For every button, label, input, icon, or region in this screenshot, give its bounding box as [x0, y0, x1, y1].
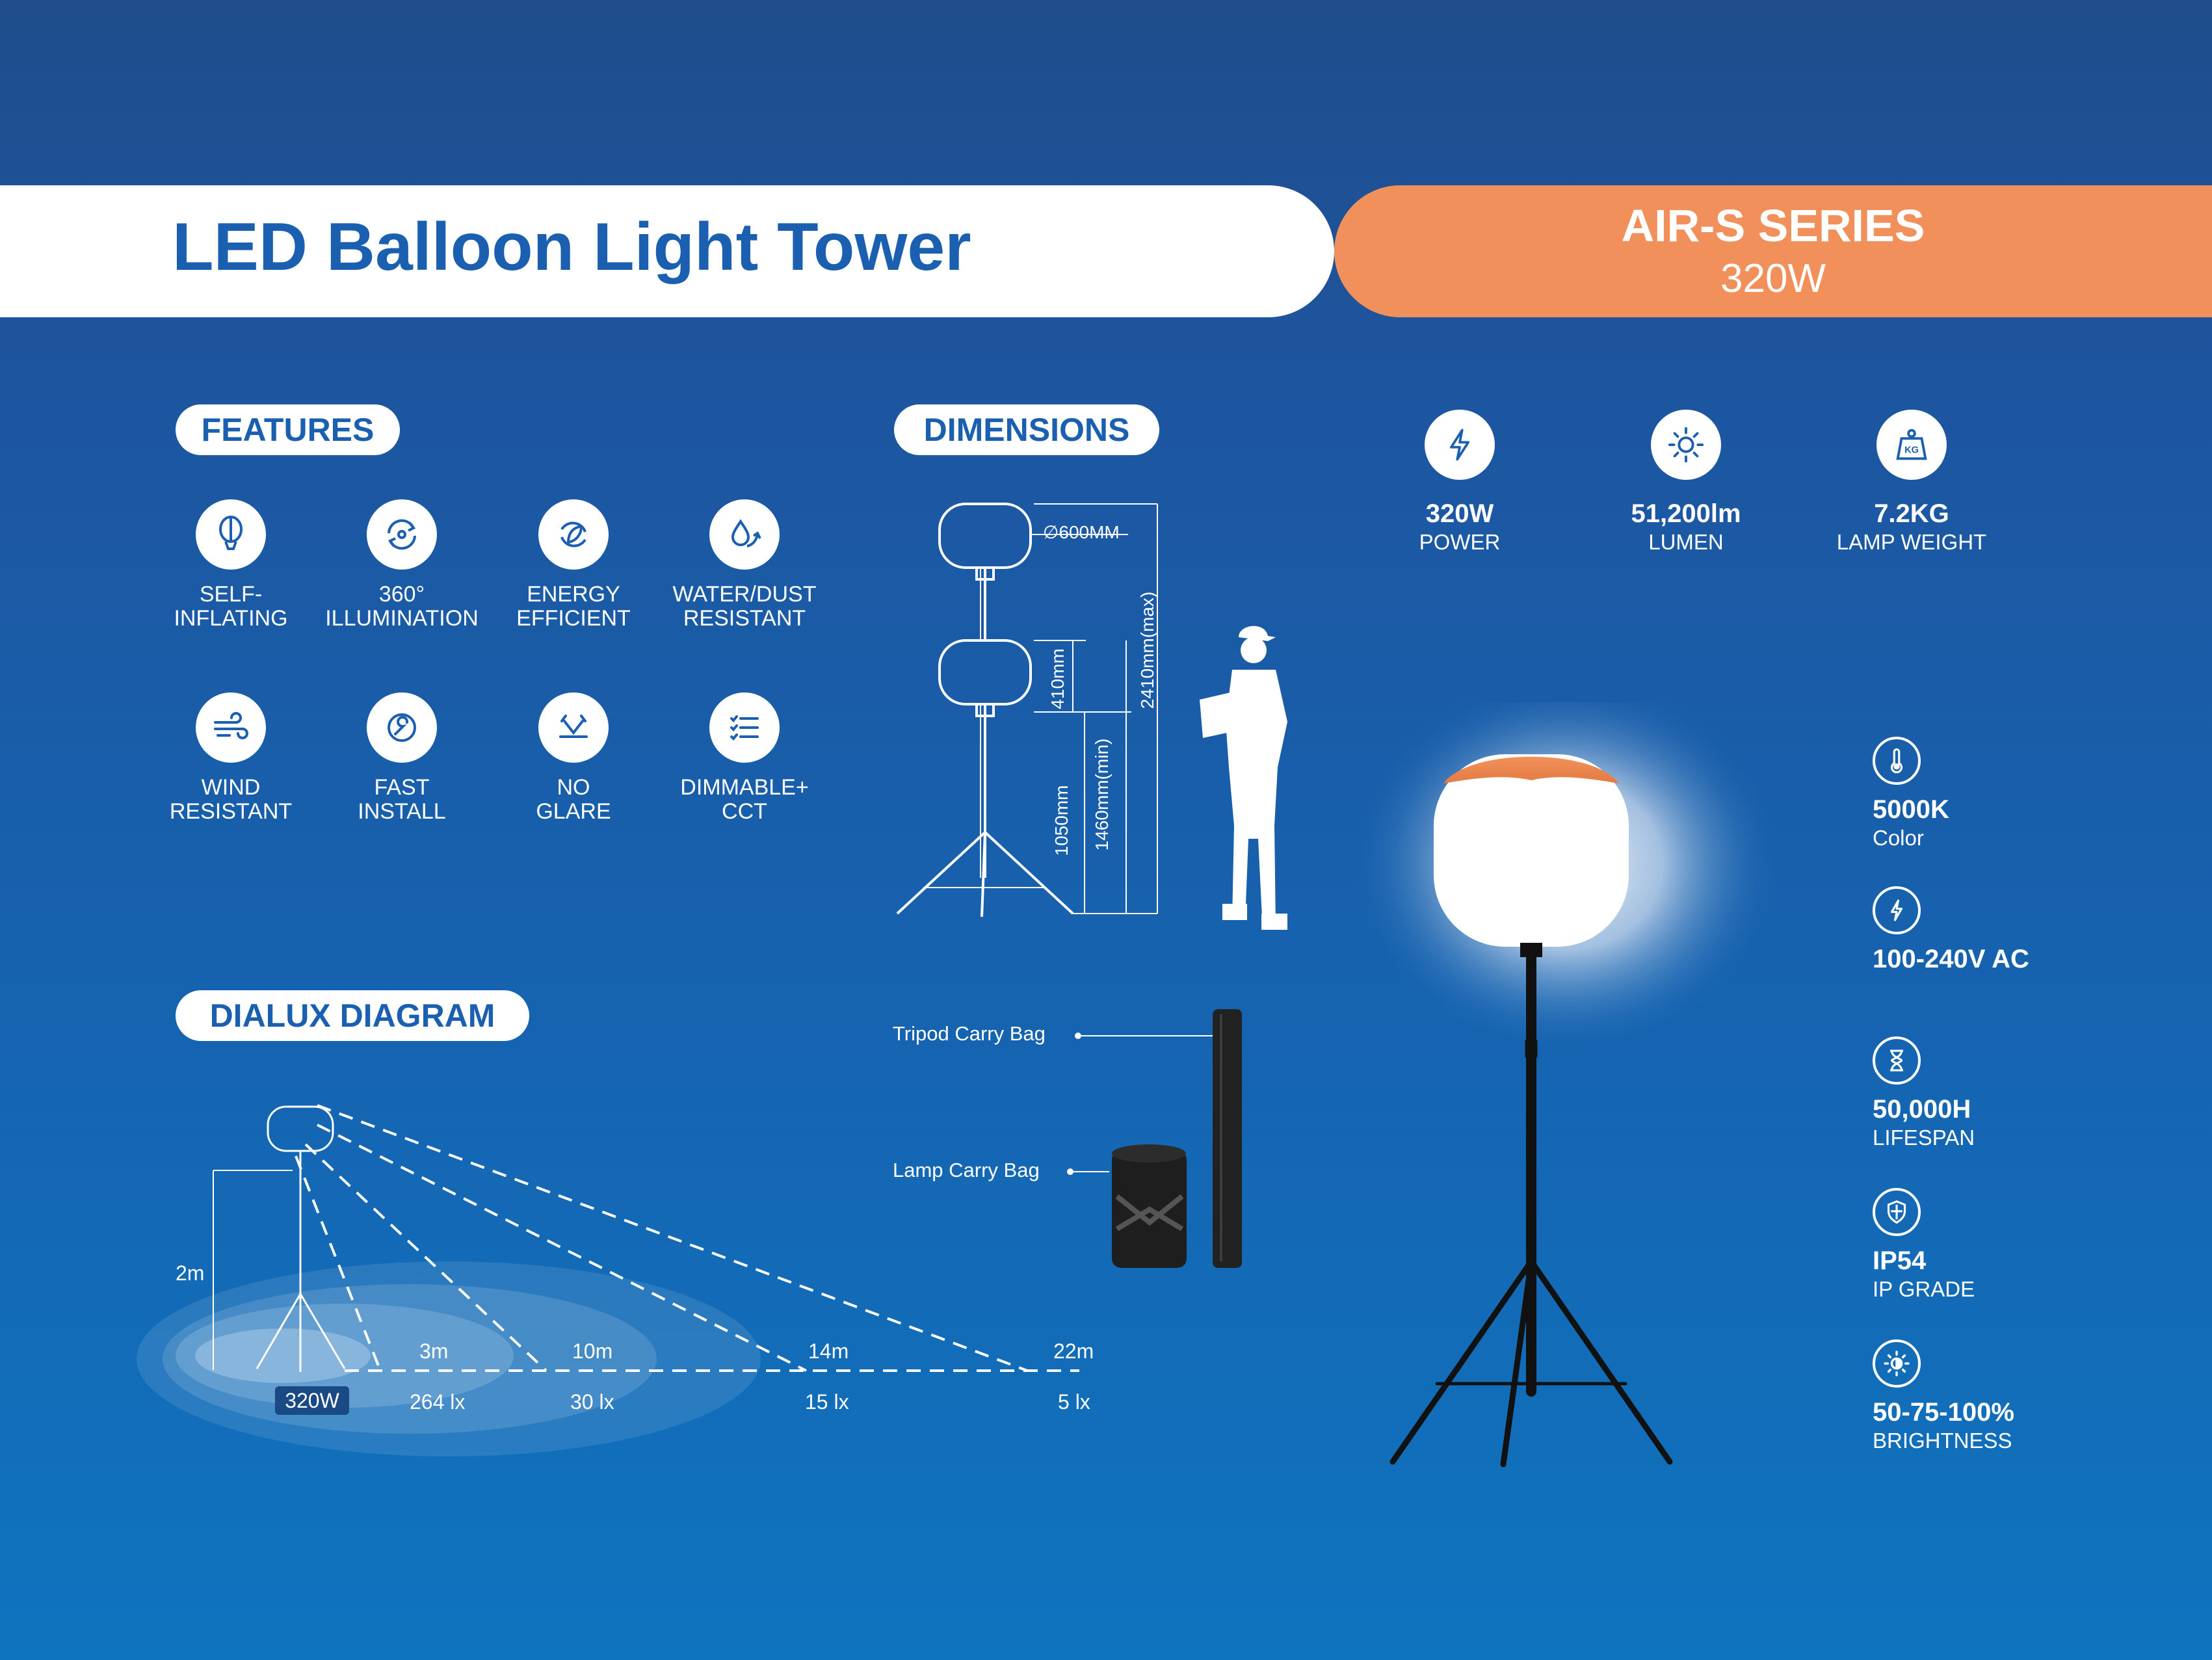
product-photo [1352, 702, 1780, 1468]
page-title: LED Balloon Light Tower [172, 209, 971, 285]
feature-item: NO GLARE [489, 692, 658, 824]
wind-icon [196, 692, 266, 763]
series-banner: AIR-S SERIES 320W [1334, 185, 2212, 317]
spec-weight: KG 7.2KG LAMP WEIGHT [1801, 410, 2022, 555]
spec-value: 50,000H [1873, 1095, 1971, 1124]
dialux-power-badge: 320W [275, 1386, 349, 1415]
dim-max-height: 2410mm(max) [1137, 591, 1157, 709]
spec-label: Color [1873, 826, 1924, 850]
spec-label: LAMP WEIGHT [1836, 530, 1987, 554]
spec-label: LUMEN [1648, 530, 1724, 554]
dim-diameter: ∅600MM [1043, 522, 1120, 542]
lux-label: 15 lx [805, 1390, 849, 1414]
spec-label: IP GRADE [1873, 1277, 1975, 1301]
feature-label: FAST INSTALL [358, 775, 446, 824]
shield-icon [1873, 1188, 1921, 1236]
svg-text:KG: KG [1904, 445, 1919, 456]
lightning-icon [1425, 410, 1495, 480]
series-wattage: 320W [1720, 256, 1826, 301]
lux-label: 5 lx [1058, 1390, 1090, 1414]
feature-item: SELF- INFLATING [146, 499, 315, 631]
thermometer-icon [1873, 737, 1921, 785]
spec-lumen: 51,200lm LUMEN [1575, 410, 1797, 555]
dim-tripod-height: 1050mm [1051, 785, 1072, 856]
distance-label: 22m [1053, 1339, 1094, 1363]
dialux-heading: DIALUX DIAGRAM [176, 990, 529, 1041]
lightning-icon [1873, 886, 1921, 934]
brightness-icon [1873, 1339, 1921, 1388]
water-drop-icon [709, 499, 780, 570]
carry-bags-image [1067, 1009, 1242, 1268]
upper-balloon-outline [938, 503, 1032, 569]
lux-zone-264 [195, 1328, 371, 1383]
lower-balloon-outline [938, 639, 1032, 705]
series-name: AIR-S SERIES [1621, 200, 1925, 251]
spec-brightness: 50-75-100% BRIGHTNESS [1873, 1339, 2014, 1453]
lux-zone-30 [176, 1304, 514, 1408]
lamp-bag-label: Lamp Carry Bag [893, 1159, 1040, 1181]
balloon-icon [196, 499, 266, 570]
spec-value: 50-75-100% [1873, 1398, 2014, 1427]
wrench-icon [367, 692, 437, 763]
title-banner: LED Balloon Light Tower [0, 185, 1334, 317]
balloon-lamp [1434, 754, 1629, 947]
spec-label: LIFESPAN [1873, 1126, 1975, 1150]
dialux-height-label: 2m [176, 1261, 205, 1285]
distance-label: 10m [572, 1339, 613, 1363]
tripod-bag [1213, 1009, 1242, 1268]
spec-label: BRIGHTNESS [1873, 1429, 2012, 1453]
feature-item: 360° ILLUMINATION [317, 499, 486, 631]
dialux-diagram [137, 1104, 1079, 1456]
dimmer-list-icon [709, 692, 780, 763]
lux-label: 264 lx [410, 1390, 466, 1414]
dim-min-height: 1460mm(min) [1092, 738, 1112, 851]
spec-value: 51,200lm [1631, 499, 1741, 528]
dimensions-heading: DIMENSIONS [894, 404, 1159, 455]
feature-label: WATER/DUST RESISTANT [672, 582, 817, 631]
feature-label: SELF- INFLATING [174, 582, 288, 631]
spec-color-temp: 5000K Color [1873, 737, 1949, 850]
feature-label: ENERGY EFFICIENT [516, 582, 631, 631]
hourglass-icon [1873, 1036, 1921, 1085]
spec-voltage: 100-240V AC [1873, 886, 2029, 974]
feature-item: WIND RESISTANT [146, 692, 315, 824]
spec-value: IP54 [1873, 1246, 1927, 1275]
spec-ip: IP54 IP GRADE [1873, 1188, 1975, 1302]
feature-label: NO GLARE [536, 775, 611, 824]
lux-label: 30 lx [570, 1390, 614, 1414]
distance-label: 14m [808, 1339, 849, 1363]
feature-label: DIMMABLE+ CCT [680, 775, 809, 824]
feature-label: 360° ILLUMINATION [325, 582, 479, 631]
spec-value: 320W [1425, 499, 1494, 528]
weight-kg-icon: KG [1876, 410, 1947, 480]
spec-label: POWER [1419, 530, 1501, 554]
distance-label: 3m [419, 1339, 449, 1363]
leaf-cycle-icon [538, 499, 609, 570]
rotate-360-icon [367, 499, 437, 570]
no-glare-icon [538, 692, 609, 763]
features-heading: FEATURES [176, 404, 400, 455]
feature-item: FAST INSTALL [317, 692, 486, 824]
spec-lifespan: 50,000H LIFESPAN [1873, 1036, 1975, 1150]
worker-silhouette [1200, 626, 1287, 930]
feature-item: WATER/DUST RESISTANT [660, 499, 829, 631]
spec-power: 320W POWER [1349, 410, 1570, 555]
spec-value: 5000K [1873, 795, 1949, 824]
sun-icon [1651, 410, 1721, 480]
dim-balloon-height: 410mm [1047, 648, 1068, 709]
dimensions-drawing [896, 503, 1287, 930]
spec-value: 7.2KG [1874, 499, 1949, 528]
feature-item: DIMMABLE+ CCT [660, 692, 829, 824]
feature-label: WIND RESISTANT [169, 775, 293, 824]
feature-item: ENERGY EFFICIENT [489, 499, 658, 631]
tripod-bag-label: Tripod Carry Bag [893, 1022, 1046, 1045]
spec-value: 100-240V AC [1873, 945, 2029, 973]
